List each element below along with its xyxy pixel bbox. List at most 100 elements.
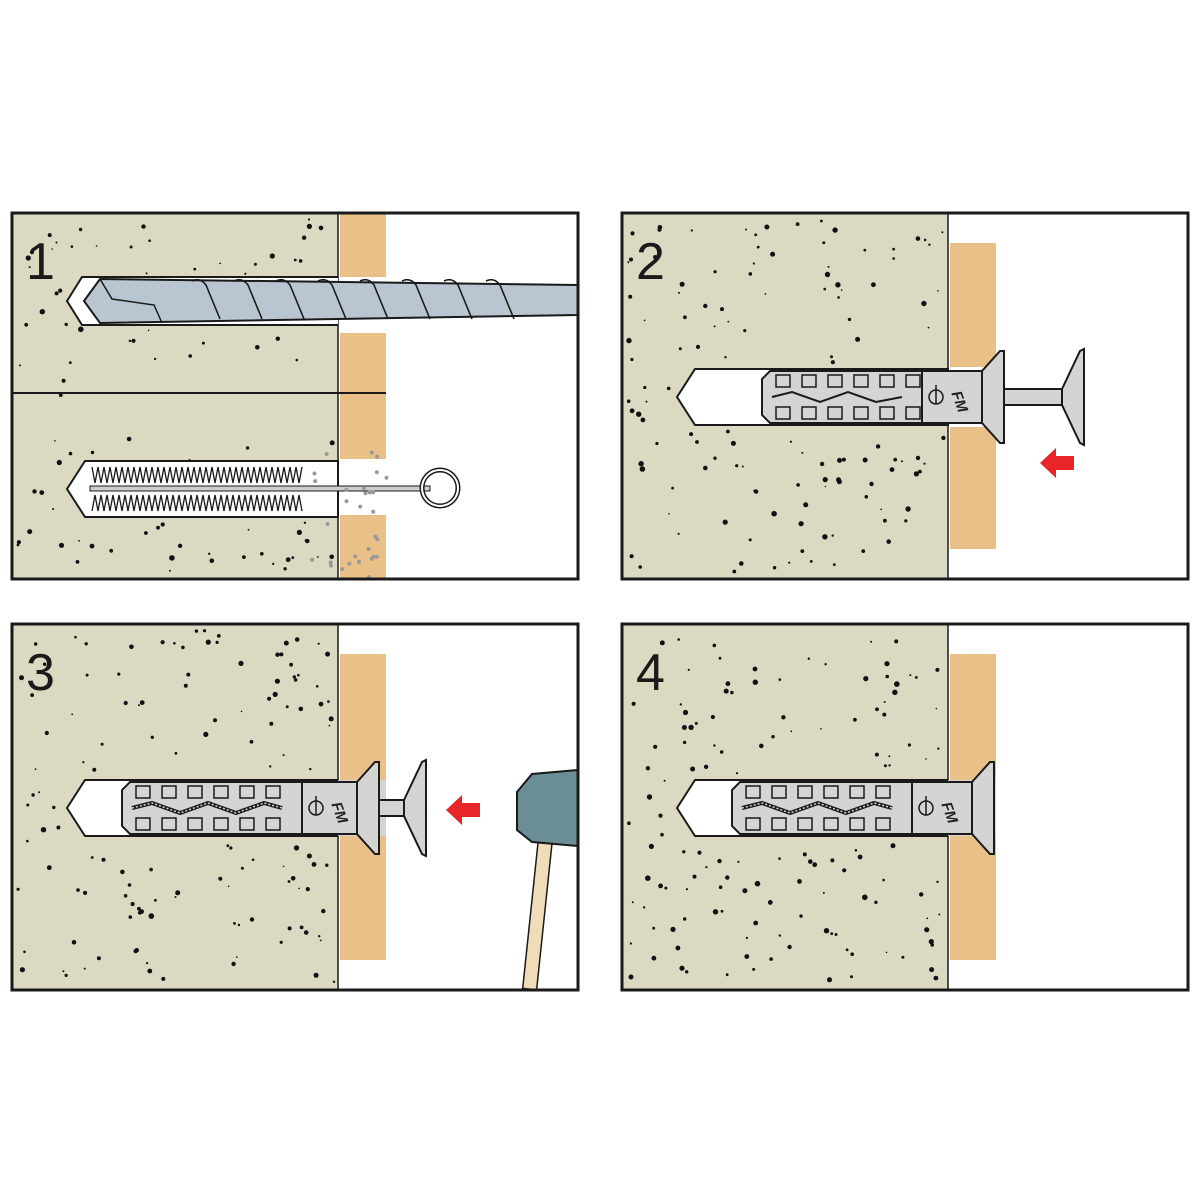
concrete-speck (269, 721, 274, 726)
concrete-speck (722, 519, 728, 525)
concrete-speck (919, 892, 924, 897)
concrete-speck (156, 525, 160, 530)
concrete-speck (682, 740, 687, 745)
concrete-speck (679, 965, 685, 971)
concrete-speck (285, 557, 291, 563)
concrete-speck (82, 761, 85, 764)
concrete-speck (915, 236, 921, 241)
concrete-speck (753, 489, 757, 493)
concrete-speck (807, 657, 810, 660)
drill-flute (233, 278, 263, 320)
concrete-speck (905, 506, 911, 512)
concrete-speck (742, 888, 748, 894)
concrete-speck (690, 766, 696, 772)
concrete-speck (255, 345, 260, 350)
concrete-speck (629, 257, 633, 262)
concrete-speck (68, 361, 72, 364)
concrete-speck (863, 676, 869, 682)
concrete-speck (645, 766, 651, 771)
concrete-speck (695, 344, 701, 349)
concrete-speck (652, 926, 656, 930)
concrete-speck (664, 886, 668, 890)
dust-particle (329, 563, 333, 568)
concrete-speck (767, 900, 773, 905)
concrete-speck (174, 751, 178, 755)
concrete-speck (685, 970, 689, 974)
dust-particle (367, 490, 372, 495)
concrete-speck (306, 223, 312, 229)
concrete-speck (726, 429, 730, 434)
concrete-speck (307, 218, 311, 221)
concrete-speck (305, 887, 310, 892)
concrete-speck (927, 326, 930, 329)
concrete-speck (820, 219, 823, 223)
concrete-speck (311, 862, 317, 867)
concrete-speck (296, 529, 302, 535)
concrete-speck (863, 248, 867, 252)
wall-plug-anchor: FM (761, 347, 1085, 447)
concrete-speck (679, 281, 685, 287)
anchor-tooth (775, 406, 791, 420)
concrete-speck (915, 455, 921, 461)
anchor-tooth (875, 817, 891, 831)
step-1-number: 1 (26, 233, 55, 291)
concrete-speck (638, 565, 642, 569)
concrete-speck (123, 700, 128, 706)
concrete-speck (748, 272, 753, 276)
concrete-speck (627, 261, 630, 264)
concrete-speck (139, 700, 145, 705)
dust-particle (374, 554, 379, 559)
anchor-tooth (879, 374, 895, 388)
concrete-speck (78, 326, 84, 333)
concrete-speck (638, 461, 644, 467)
concrete-speck (884, 661, 890, 667)
concrete-speck (305, 538, 310, 544)
screw-thread (131, 802, 283, 814)
concrete-speck (739, 561, 744, 566)
anchor-tooth (135, 785, 151, 799)
concrete-speck (845, 948, 849, 952)
concrete-speck (31, 793, 35, 797)
concrete-speck (823, 928, 830, 934)
concrete-speck (830, 858, 835, 863)
dust-particle (371, 490, 375, 495)
concrete-speck (692, 874, 697, 879)
concrete-speck (854, 849, 858, 852)
wall-plug-anchor: FM (121, 758, 427, 858)
concrete-speck (194, 629, 199, 633)
concrete-speck (820, 728, 822, 730)
concrete-speck (319, 939, 322, 942)
concrete-speck (745, 936, 748, 939)
screw-head (1061, 347, 1085, 447)
panel-border (620, 622, 1190, 992)
push-arrow-icon (1040, 448, 1074, 478)
concrete-speck (827, 977, 832, 983)
concrete-speck (274, 678, 280, 684)
concrete-speck (735, 464, 739, 468)
concrete-speck (725, 875, 730, 880)
concrete-speck (128, 915, 133, 919)
concrete-speck (130, 901, 135, 907)
concrete-speck (83, 967, 86, 970)
concrete-speck (629, 942, 632, 945)
concrete-speck (26, 803, 30, 807)
concrete-speck (231, 961, 236, 967)
concrete-speck (150, 735, 154, 739)
concrete-speck (139, 909, 144, 914)
hammer-head (516, 768, 579, 848)
panel-border (620, 211, 1190, 581)
concrete-speck (759, 743, 764, 749)
concrete-speck (694, 721, 698, 725)
concrete-speck (660, 832, 664, 837)
concrete-speck (96, 956, 101, 961)
concrete-speck (663, 779, 666, 782)
concrete-speck (47, 233, 52, 238)
drill-flute (359, 278, 389, 320)
push-arrow-icon (446, 795, 480, 825)
concrete-speck (640, 417, 646, 423)
concrete-speck (70, 245, 74, 248)
concrete-speck (847, 317, 852, 322)
concrete-speck (303, 521, 307, 524)
concrete-speck (883, 518, 887, 523)
